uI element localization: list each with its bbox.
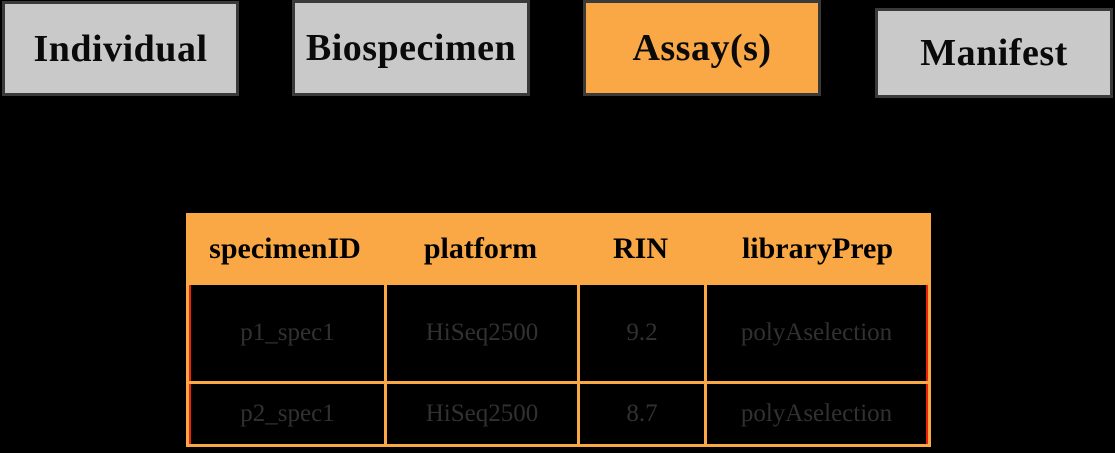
tab-manifest[interactable]: Manifest — [875, 8, 1113, 98]
tab-assays-label: Assay(s) — [632, 27, 772, 69]
column-header-libraryprep: libraryPrep — [741, 232, 894, 265]
tab-biospecimen[interactable]: Biospecimen — [292, 0, 530, 96]
cell-specimenid: p2_spec1 — [189, 384, 384, 444]
table-header-row: specimenID platform RIN libraryPrep — [186, 213, 931, 285]
cell-platform: HiSeq2500 — [384, 285, 577, 381]
cell-rin: 9.2 — [577, 285, 704, 381]
cell-libraryprep: polyAselection — [704, 384, 928, 444]
cell-libraryprep: polyAselection — [704, 285, 928, 381]
cell-rin: 8.7 — [577, 384, 704, 444]
column-header-rin: RIN — [612, 232, 668, 265]
tab-assays[interactable]: Assay(s) — [583, 0, 821, 96]
table-body: p1_spec1 HiSeq2500 9.2 polyAselection p2… — [186, 285, 931, 447]
table-row: p2_spec1 HiSeq2500 8.7 polyAselection — [189, 381, 928, 444]
tab-individual-label: Individual — [33, 27, 208, 70]
tab-manifest-label: Manifest — [920, 32, 1068, 74]
cell-specimenid: p1_spec1 — [189, 285, 384, 381]
column-header-specimenid: specimenID — [209, 232, 361, 265]
column-header-platform: platform — [423, 232, 538, 265]
cell-platform: HiSeq2500 — [384, 384, 577, 444]
tab-individual[interactable]: Individual — [2, 1, 239, 96]
table-row: p1_spec1 HiSeq2500 9.2 polyAselection — [189, 285, 928, 381]
assay-table: specimenID platform RIN libraryPrep p1_s… — [186, 213, 931, 447]
tab-biospecimen-label: Biospecimen — [305, 27, 517, 69]
